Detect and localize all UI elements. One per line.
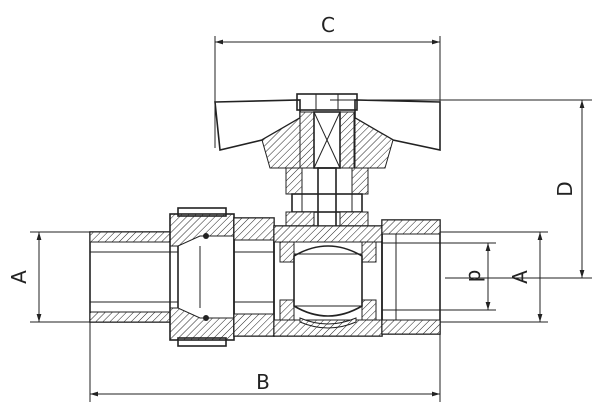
dim-label-b: B bbox=[256, 370, 270, 394]
dimension-a-right: A bbox=[440, 231, 548, 323]
o-ring-top bbox=[203, 233, 209, 239]
dim-label-a-right: A bbox=[508, 270, 532, 284]
right-pipe-end bbox=[381, 219, 441, 335]
left-pipe-end bbox=[89, 231, 179, 323]
tail-piece bbox=[233, 217, 275, 337]
dimension-small-d: d bbox=[440, 242, 496, 311]
butterfly-handle bbox=[214, 93, 441, 169]
dim-label-small-d: d bbox=[464, 270, 488, 283]
union-nut bbox=[169, 207, 235, 347]
stem-assembly bbox=[285, 167, 369, 229]
dim-label-c: C bbox=[321, 13, 335, 37]
dimension-b: B bbox=[89, 322, 441, 402]
dimension-c: C bbox=[214, 13, 441, 150]
dimension-a-left: A bbox=[7, 231, 90, 323]
dim-label-a-left: A bbox=[7, 270, 31, 284]
o-ring-bottom bbox=[203, 315, 209, 321]
dim-label-d: D bbox=[553, 181, 577, 196]
valve-body bbox=[273, 225, 383, 337]
